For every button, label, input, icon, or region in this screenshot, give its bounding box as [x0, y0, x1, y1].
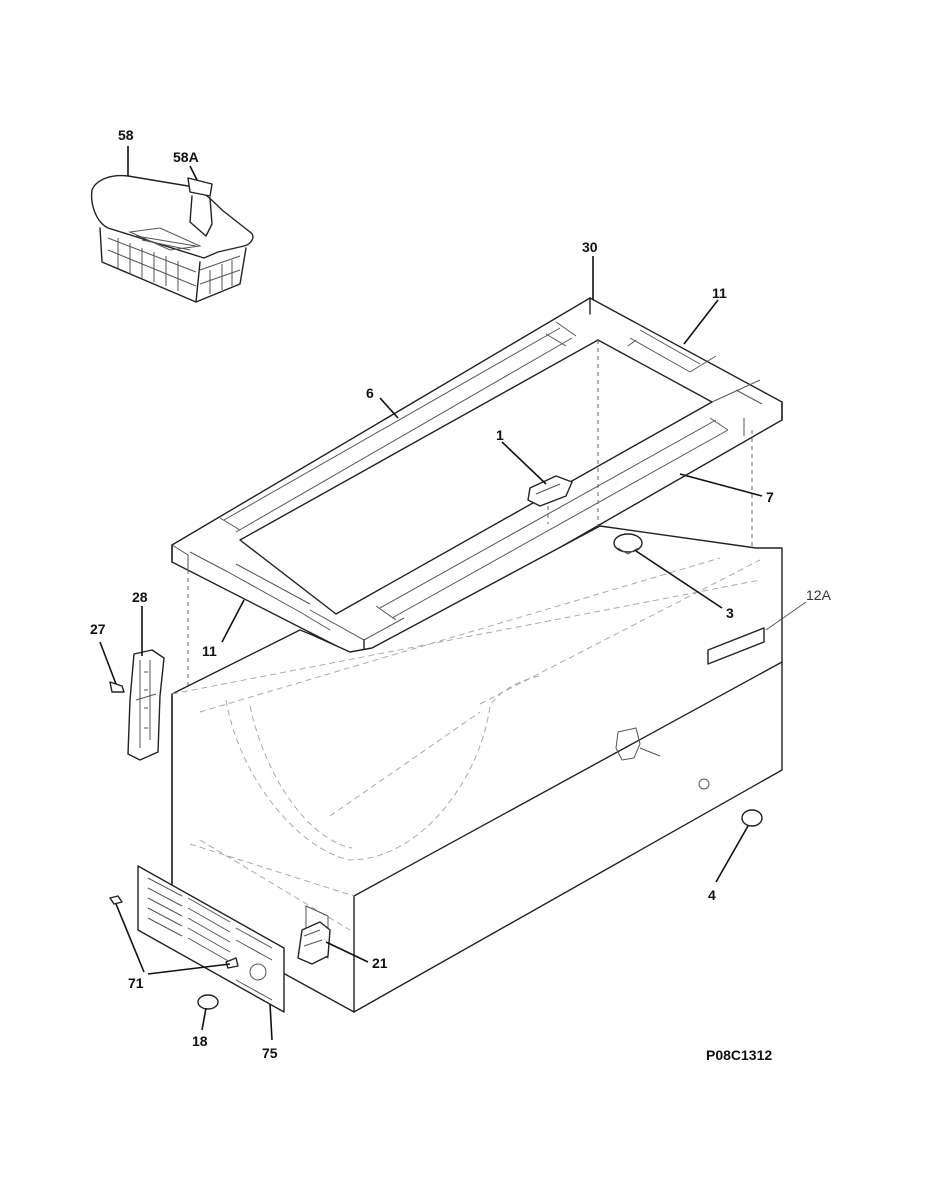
- callout-3: 3: [726, 605, 734, 621]
- callout-11-left: 11: [202, 643, 217, 659]
- callout-28: 28: [132, 589, 148, 605]
- callout-18: 18: [192, 1033, 208, 1049]
- breaker-strip-frame: [171, 297, 783, 661]
- switch-part: [297, 921, 331, 965]
- callout-11-top: 11: [712, 285, 727, 301]
- callout-27: 27: [90, 621, 106, 637]
- leveling-foot-part: [741, 809, 763, 827]
- plug-button-part: [613, 533, 643, 555]
- callout-30: 30: [582, 239, 598, 255]
- callout-21: 21: [372, 955, 388, 971]
- basket-part: [90, 174, 254, 303]
- callout-6: 6: [366, 385, 374, 401]
- freezer-cabinet: [171, 525, 783, 1013]
- diagram-code: P08C1312: [706, 1047, 772, 1063]
- callout-1: 1: [496, 427, 504, 443]
- hinge-part: [109, 649, 165, 761]
- callout-75: 75: [262, 1045, 278, 1061]
- plug-part: [197, 994, 219, 1010]
- screw-part: [109, 895, 239, 969]
- callout-58: 58: [118, 127, 134, 143]
- callout-71: 71: [128, 975, 144, 991]
- callout-7: 7: [766, 489, 774, 505]
- callout-4: 4: [708, 887, 716, 903]
- grille-part: [137, 865, 285, 1013]
- callout-12a: 12A: [806, 587, 832, 603]
- callout-58a: 58A: [173, 149, 199, 165]
